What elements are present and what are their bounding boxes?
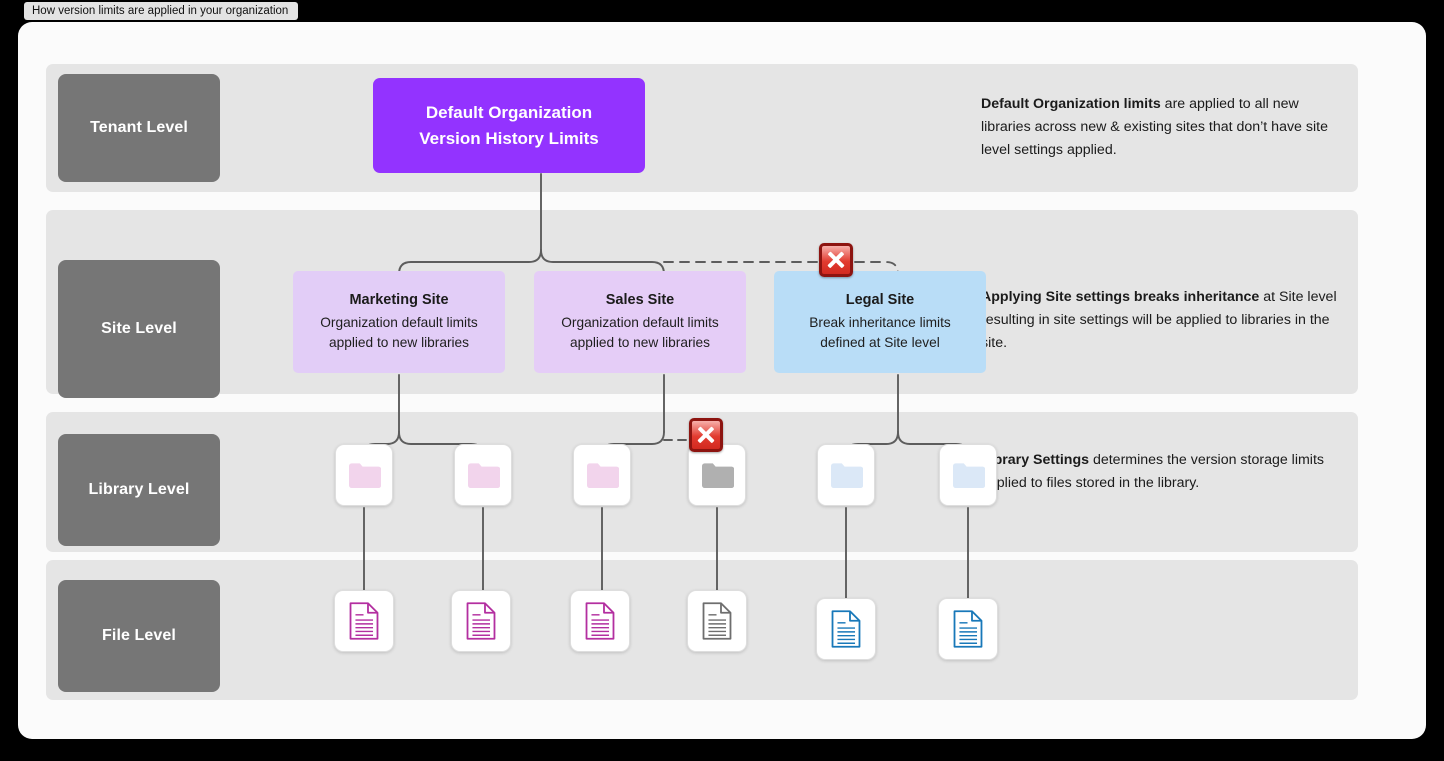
note-library-rest: determines the version storage limits ap… [981,452,1324,491]
site-node-sales[interactable]: Sales Site Organization default limits a… [534,271,746,373]
folder-icon [468,462,500,488]
file-marketing-2[interactable] [451,590,511,652]
document-icon [953,610,983,648]
site-node-legal[interactable]: Legal Site Break inheritance limits defi… [774,271,986,373]
level-chip-site-label: Site Level [101,320,177,337]
level-chip-file: File Level [58,580,220,692]
note-library-level: Library Settings determines the version … [981,449,1341,495]
note-site-rest: at Site level resulting in site settings… [981,289,1337,351]
break-marker-site-icon [819,243,853,277]
library-marketing-1[interactable] [335,444,393,506]
file-sales-2[interactable] [687,590,747,652]
note-site-bold: Applying Site settings breaks inheritanc… [981,289,1260,305]
library-legal-1[interactable] [817,444,875,506]
site-node-marketing[interactable]: Marketing Site Organization default limi… [293,271,505,373]
note-tenant-rest: are applied to all new libraries across … [981,96,1328,158]
site-node-legal-title: Legal Site [845,291,915,308]
folder-icon [953,462,985,488]
break-marker-library-icon [689,418,723,452]
folder-icon [702,462,734,488]
folder-icon [831,462,863,488]
site-node-legal-line1: Break inheritance limits [809,314,951,330]
document-icon [585,602,615,640]
file-legal-1[interactable] [816,598,876,660]
site-node-sales-title: Sales Site [605,291,675,308]
level-chip-site: Site Level [58,260,220,398]
tenant-node-line1: Default Organization [425,103,593,123]
library-sales-1[interactable] [573,444,631,506]
note-tenant-bold: Default Organization limits [981,96,1161,112]
level-chip-library: Library Level [58,434,220,546]
site-node-sales-line1: Organization default limits [561,314,719,330]
level-chip-library-label: Library Level [88,481,190,498]
file-legal-2[interactable] [938,598,998,660]
site-node-marketing-title: Marketing Site [349,291,449,308]
document-icon [349,602,379,640]
site-node-marketing-line1: Organization default limits [320,314,478,330]
level-chip-tenant-label: Tenant Level [90,119,188,136]
document-icon [831,610,861,648]
band-tenant-level [46,64,1358,192]
folder-icon [349,462,381,488]
note-library-bold: Library Settings [981,452,1090,468]
note-site-level: Applying Site settings breaks inheritanc… [981,286,1341,355]
folder-icon [587,462,619,488]
document-icon [702,602,732,640]
library-sales-2[interactable] [688,444,746,506]
level-chip-file-label: File Level [102,627,176,644]
library-legal-2[interactable] [939,444,997,506]
file-marketing-1[interactable] [334,590,394,652]
level-chip-tenant: Tenant Level [58,74,220,182]
site-node-marketing-line2: applied to new libraries [329,334,469,350]
site-node-legal-line2: defined at Site level [820,334,940,350]
library-marketing-2[interactable] [454,444,512,506]
note-tenant-level: Default Organization limits are applied … [981,93,1341,162]
window-title: How version limits are applied in your o… [32,5,289,17]
file-sales-1[interactable] [570,590,630,652]
window-title-bar: How version limits are applied in your o… [24,2,299,20]
default-organization-limits-node[interactable]: Default Organization Version History Lim… [373,78,645,173]
document-icon [466,602,496,640]
tenant-node-line2: Version History Limits [419,128,599,148]
site-node-sales-line2: applied to new libraries [570,334,710,350]
